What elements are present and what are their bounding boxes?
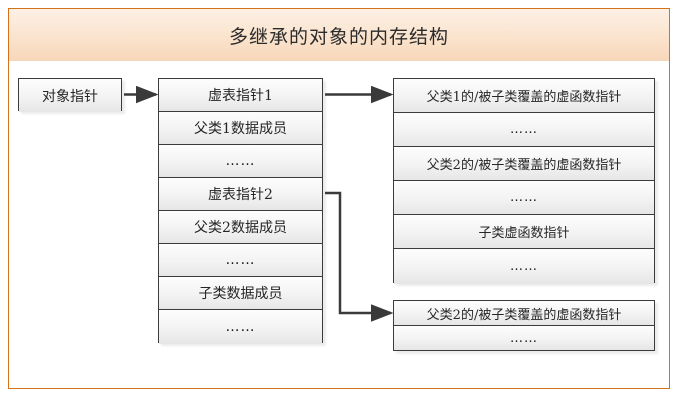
object-layout-row: 父类2数据成员 [159, 211, 322, 244]
diagram-title-bar: 多继承的对象的内存结构 [9, 9, 669, 61]
object-layout-row: …… [159, 244, 322, 277]
object-pointer-box: 对象指针 [18, 78, 122, 112]
vtable-1-row: 子类虚函数指针 [394, 215, 654, 249]
vtable-1-row: …… [394, 181, 654, 215]
vtable-2-box: 父类2的/被子类覆盖的虚函数指针 …… [393, 300, 655, 351]
object-layout-row: …… [159, 145, 322, 178]
vtable-1-row: …… [394, 249, 654, 284]
vtable-1-box: 父类1的/被子类覆盖的虚函数指针 …… 父类2的/被子类覆盖的虚函数指针 …… … [393, 78, 655, 284]
object-layout-row: 虚表指针1 [159, 79, 322, 112]
page-title: 多继承的对象的内存结构 [228, 25, 449, 48]
object-layout-row: 虚表指针2 [159, 178, 322, 211]
object-pointer-label: 对象指针 [19, 79, 121, 112]
vtable-1-row: 父类2的/被子类覆盖的虚函数指针 [394, 147, 654, 181]
object-layout-row: 子类数据成员 [159, 277, 322, 310]
vtable-2-row: 父类2的/被子类覆盖的虚函数指针 [394, 301, 654, 326]
vtable-1-row: 父类1的/被子类覆盖的虚函数指针 [394, 79, 654, 113]
object-layout-row: 父类1数据成员 [159, 112, 322, 145]
vtable-2-row: …… [394, 326, 654, 350]
diagram-outer-frame [8, 8, 670, 389]
object-layout-box: 虚表指针1 父类1数据成员 …… 虚表指针2 父类2数据成员 …… 子类数据成员… [158, 78, 323, 344]
object-layout-row: …… [159, 310, 322, 344]
vtable-1-row: …… [394, 113, 654, 147]
